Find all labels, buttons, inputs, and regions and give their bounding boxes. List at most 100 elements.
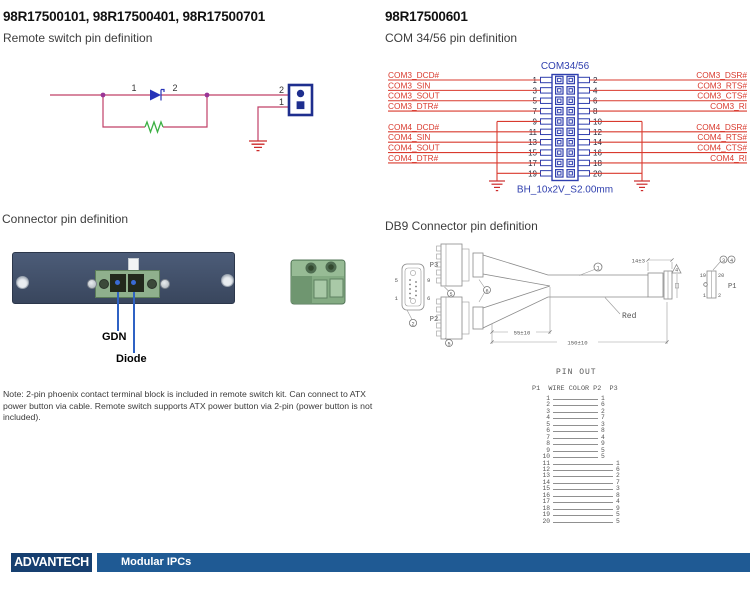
pinout-header: P1 WIRE COLOR P2 P3 (532, 385, 618, 393)
header-pin (566, 106, 576, 116)
pinout-wire-line (553, 515, 613, 517)
header-pin-inner (557, 140, 562, 145)
pin-stub-right (577, 139, 590, 146)
pinout-p3-pin: 2 (616, 472, 620, 480)
header-pin (566, 127, 576, 137)
pinout-p1-pin: 19 (542, 511, 550, 519)
header-pin-inner (568, 150, 573, 155)
phoenix-plug-photo (290, 259, 346, 305)
com3456-pin-diagram: 12COM3_DCD#COM3_DSR#34COM3_SINCOM3_RTS#5… (388, 61, 747, 196)
p1-key-bump (703, 282, 708, 287)
pinout-wire-line (553, 437, 598, 439)
signal-label-right: COM3_RTS# (697, 80, 747, 90)
callout-1-leader (578, 269, 595, 276)
pinout-wire-line (553, 502, 613, 504)
header-pin-inner (568, 88, 573, 93)
header-pin-inner (568, 160, 573, 166)
pinout-wire-line (553, 450, 598, 452)
header-pin (566, 148, 576, 157)
header-pin-inner (557, 77, 562, 83)
pin-stub-left (540, 97, 553, 104)
remote-switch-circuit-diagram: 1 2 2 1 (50, 83, 314, 152)
header-pin (555, 127, 564, 137)
header-pin-inner (568, 108, 573, 114)
p2-connector (436, 296, 484, 340)
pinout-p3-pin: 1 (616, 459, 620, 467)
com-subtitle: COM 34/56 pin definition (385, 31, 518, 45)
pinout-p1-pin: 9 (546, 446, 550, 454)
signal-label-left: COM4_SOUT (388, 143, 440, 153)
signal-label-right: COM4_RI (710, 153, 747, 163)
pinout-p1-pin: 5 (546, 420, 550, 428)
p3-connector (436, 243, 484, 287)
com-part-title: 98R17500601 (385, 9, 468, 24)
pin-stub-right (577, 149, 590, 156)
pinout-p2-pin: 3 (601, 420, 605, 428)
callout-4: 4 (730, 258, 733, 264)
pinout-p1-pin: 3 (546, 407, 550, 415)
junction-dot (204, 92, 210, 98)
header-pin-inner (557, 160, 562, 166)
pinout-p3-pin: 5 (616, 511, 620, 519)
advantech-logo: ADVANTECH (11, 553, 92, 572)
callout-6: 6 (485, 288, 488, 294)
pinout-p1-pin: 16 (542, 491, 550, 499)
gdn-label: GDN (102, 331, 127, 343)
header-pin-inner (568, 140, 573, 145)
header-pin (555, 137, 564, 147)
header-pin-inner (568, 171, 573, 176)
pinout-p1-pin: 4 (546, 414, 550, 422)
pinout-p1-pin: 8 (546, 440, 550, 448)
pinout-p1-pin: 15 (542, 485, 550, 493)
db9-pins (409, 279, 417, 299)
red-wire-label: Red (622, 312, 637, 321)
pin-stub-left (540, 149, 553, 156)
dim-split: 55±10 (514, 330, 531, 337)
header-pin-inner (557, 108, 562, 114)
pin-stub-left (540, 76, 553, 84)
diode-symbol (150, 89, 161, 101)
remote-switch-title: 98R17500101, 98R17500401, 98R17500701 (3, 9, 266, 24)
dim-strip-ext (647, 262, 673, 271)
callout-2-leader (406, 309, 413, 320)
header-pin-inner (568, 129, 573, 135)
signal-label-left: COM4_SIN (388, 132, 430, 142)
header-pin (566, 96, 576, 106)
pinout-p3-pin: 6 (616, 465, 620, 473)
callout-5a: 5 (449, 292, 452, 298)
callout-3: 3 (722, 258, 725, 264)
header-pin (555, 158, 564, 168)
pinout-wire-line (553, 444, 598, 446)
triangle-note: 4 (675, 268, 678, 274)
terminal-opening-2 (128, 274, 144, 292)
pin-stub-left (540, 139, 553, 146)
terminal-screw-left (99, 279, 109, 289)
screw-left (87, 279, 97, 289)
pin-stub-left (540, 159, 553, 167)
connector-pin-2-label: 2 (279, 85, 284, 95)
header-pin (566, 117, 576, 126)
header-pin-inner (557, 129, 562, 135)
pinout-wire-line (553, 463, 613, 465)
junction-dot (100, 92, 106, 98)
db9-screw-bottom (410, 298, 416, 304)
signal-label-right: COM4_CTS# (697, 143, 747, 153)
pinout-p3-pin: 5 (616, 517, 620, 525)
connector-pin-1-label: 1 (279, 97, 284, 107)
pin-stub-left (540, 170, 553, 177)
pin-stub-right (577, 118, 590, 125)
pin-stub-right (577, 107, 590, 115)
remote-switch-subtitle: Remote switch pin definition (3, 31, 153, 45)
switch-connector-pin2 (296, 89, 305, 98)
db9-cable-drawing: 5 9 1 6 2 P3 P2 (395, 243, 736, 347)
plug-wire-entry-2 (329, 278, 344, 298)
ribbon-end (647, 272, 664, 298)
terminal-pin-2 (131, 280, 136, 285)
